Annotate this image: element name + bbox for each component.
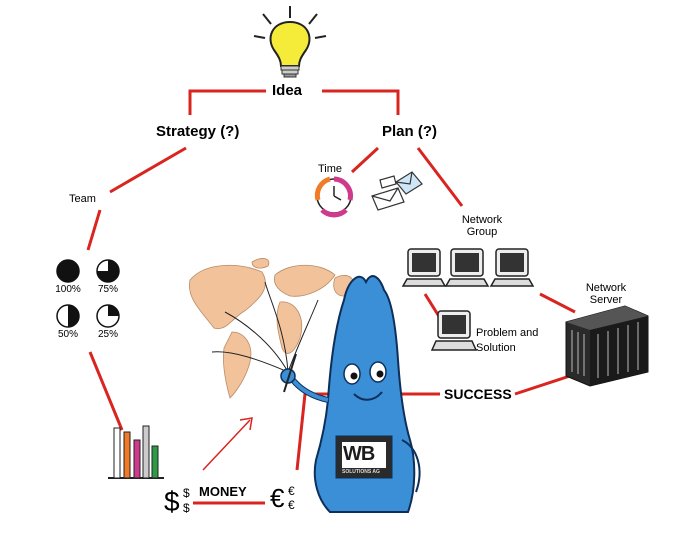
computer-icon: [444, 248, 490, 287]
pie-slice: [68, 305, 79, 327]
connector-plan-network: [416, 147, 464, 207]
network-group-line1: Network: [461, 214, 503, 226]
world-map-illustration: [188, 258, 355, 399]
node-network-server: Network Server: [578, 282, 634, 306]
connector-team-pies: [86, 209, 102, 251]
lightbulb-icon: [253, 6, 327, 78]
mail-icon: [371, 171, 423, 211]
pie-slice: [97, 260, 119, 282]
clock-icon: [314, 176, 353, 218]
logo-text: WB: [343, 443, 375, 465]
pie-slice: [57, 260, 79, 282]
node-time: Time: [318, 163, 343, 175]
network-group-computers: [401, 248, 535, 287]
euro-sign-small-1: €: [288, 484, 295, 498]
node-network-group: Network Group: [452, 214, 512, 238]
node-problem-solution: Problem and Solution: [476, 326, 538, 356]
node-strategy: Strategy (?): [156, 123, 240, 140]
computer-icon: [401, 248, 447, 287]
connector-pies-chart: [88, 351, 124, 431]
computer-icon: [430, 310, 478, 351]
network-server-line1: Network: [585, 282, 627, 294]
dollar-sign-large: $: [164, 486, 180, 517]
connector-network-server: [539, 292, 576, 314]
pie-slice: [108, 305, 119, 316]
pie-label: 25%: [97, 329, 118, 340]
node-success: SUCCESS: [444, 386, 512, 402]
network-group-line2: Group: [466, 226, 498, 238]
dollar-sign-small-1: $: [183, 486, 190, 500]
server-rack-icon: [565, 305, 649, 387]
pie-label: 75%: [97, 284, 118, 295]
pie-charts: [56, 259, 120, 328]
growth-arrow: [202, 417, 253, 471]
network-server-line2: Server: [589, 294, 623, 306]
pie-label: 50%: [57, 329, 78, 340]
pie-label: 100%: [55, 284, 81, 295]
problem-line1: Problem and: [476, 327, 539, 339]
node-plan: Plan (?): [382, 123, 437, 140]
euro-sign-small-2: €: [288, 498, 295, 512]
company-logo: [335, 435, 393, 479]
wand-sparkle-lines: [211, 281, 319, 373]
computer-icon: [489, 248, 535, 287]
node-money: MONEY: [199, 484, 247, 499]
bar-chart-illustration: [108, 425, 164, 479]
connector-plan-time: [350, 146, 380, 174]
connector-idea-plan: [322, 89, 400, 115]
euro-sign-large: €: [270, 483, 285, 513]
logo-subtext: SOLUTIONS AG: [342, 469, 380, 475]
node-team: Team: [69, 193, 96, 205]
node-idea: Idea: [272, 82, 303, 99]
connector-strategy-team: [109, 146, 187, 194]
dollar-sign-small-2: $: [183, 501, 190, 515]
connector-idea-strategy: [188, 89, 266, 115]
problem-line2: Solution: [476, 342, 516, 354]
